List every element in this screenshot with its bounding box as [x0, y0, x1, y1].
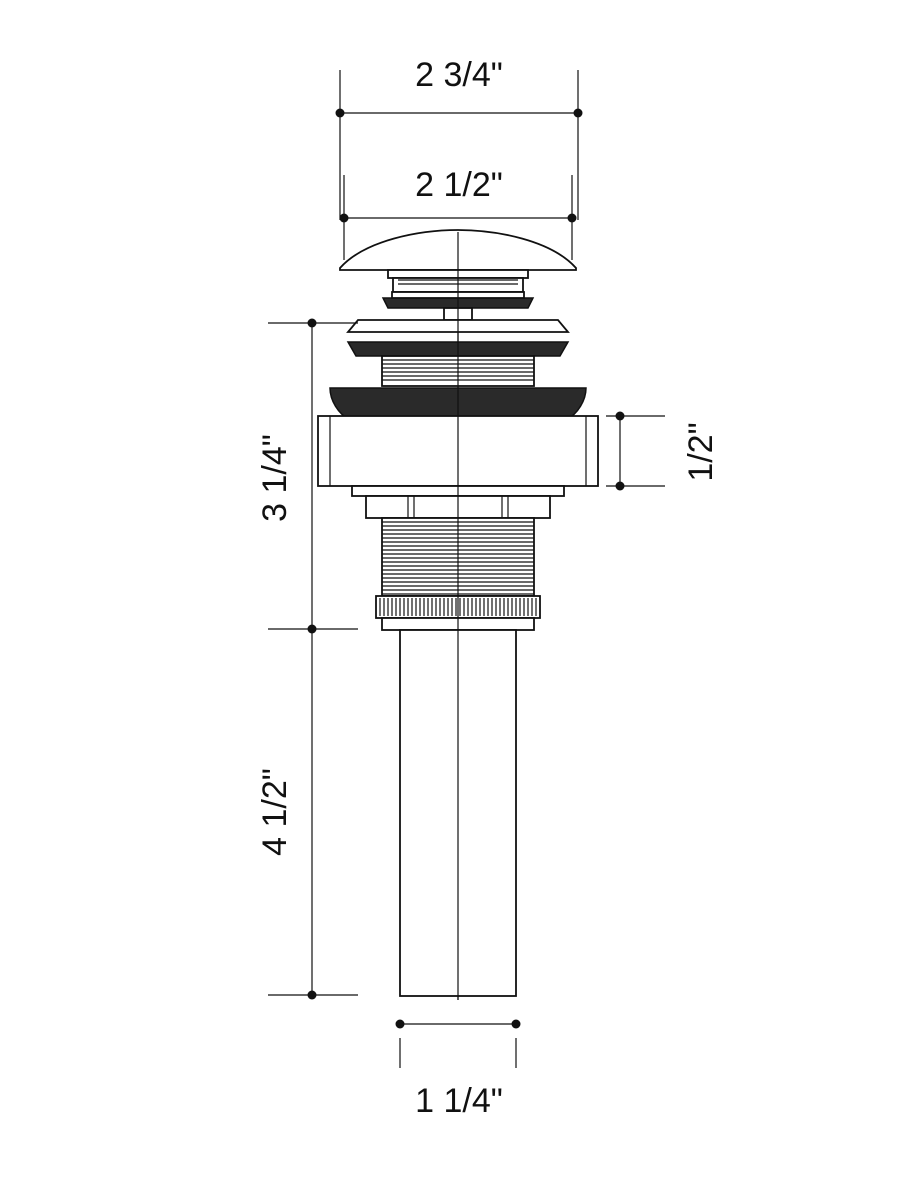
dimension-label-cap-outer: 2 3/4"	[415, 56, 503, 94]
dimension-label-lower-height: 4 1/2"	[256, 768, 294, 856]
dimension-label-cap-inner: 2 1/2"	[415, 166, 503, 204]
dimension-label-tail-diameter: 1 1/4"	[415, 1082, 503, 1120]
dimension-upper-height: 3 1/4"	[256, 318, 358, 634]
dimension-cap-inner: 2 1/2"	[339, 166, 577, 260]
dimension-tail-diameter: 1 1/4"	[395, 1019, 521, 1120]
dimension-cap-outer: 2 3/4"	[335, 56, 583, 220]
dimension-lower-height: 4 1/2"	[256, 629, 358, 1000]
dimension-label-flange: 1/2"	[682, 422, 720, 481]
dimension-flange: 1/2"	[606, 411, 720, 491]
dimension-label-upper-height: 3 1/4"	[256, 434, 294, 522]
